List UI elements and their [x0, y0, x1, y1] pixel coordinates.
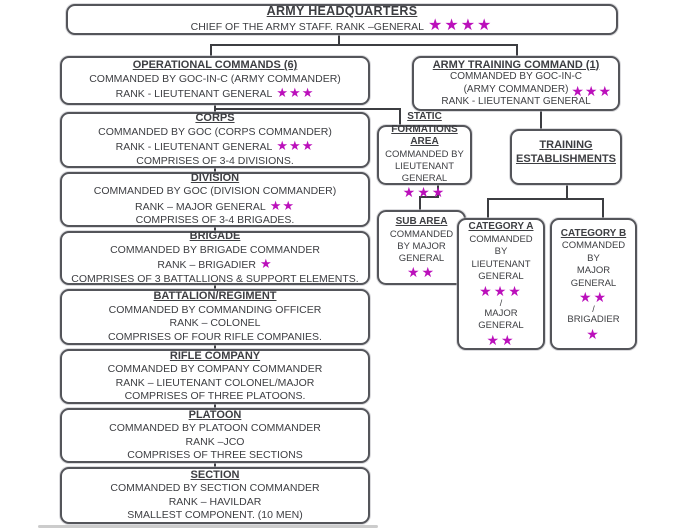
- box-title: ARMY TRAINING COMMAND (1): [432, 58, 600, 71]
- rank-stars: ★★★: [479, 282, 523, 299]
- corps-box: CORPS COMMANDED BY GOC (CORPS COMMANDER)…: [60, 112, 370, 168]
- connector-line: [214, 108, 401, 110]
- connector-line: [214, 345, 216, 350]
- connector-line: [487, 198, 489, 219]
- connector-line: [516, 44, 518, 56]
- box-title: CATEGORY B: [560, 227, 627, 239]
- connector-line: [437, 185, 439, 198]
- category-b-box: CATEGORY B COMMANDED BY MAJOR GENERAL ★★…: [550, 218, 637, 350]
- rank-line: RANK - LIEUTENANT GENERAL★★★: [115, 85, 315, 101]
- training-establishments-box: TRAINING ESTABLISHMENTS: [510, 129, 622, 185]
- connector-line: [210, 44, 212, 56]
- army-headquarters-box: ARMY HEADQUARTERS CHIEF OF THE ARMY STAF…: [66, 4, 618, 35]
- box-title: SUB AREA: [395, 216, 448, 228]
- box-title: CATEGORY A: [468, 221, 534, 233]
- box-title: PLATOON: [188, 408, 242, 421]
- rank-stars: ★★★★: [428, 16, 494, 34]
- connector-line: [419, 196, 439, 198]
- rank-line: RANK - LIEUTENANT GENERAL★★★: [115, 138, 315, 153]
- connector-line: [566, 185, 568, 200]
- section-box: SECTION COMMANDED BY SECTION COMMANDER R…: [60, 467, 370, 524]
- rank-stars: ★★★: [276, 85, 315, 101]
- rank-stars: ★: [259, 256, 273, 271]
- connector-line: [338, 34, 340, 45]
- platoon-box: PLATOON COMMANDED BY PLATOON COMMANDER R…: [60, 408, 370, 463]
- rank-line: CHIEF OF THE ARMY STAFF. RANK –GENERAL★★…: [190, 16, 494, 34]
- operational-commands-box: OPERATIONAL COMMANDS (6) COMMANDED BY GO…: [60, 56, 370, 105]
- rank-stars: ★★★: [571, 83, 612, 99]
- box-title: SECTION: [190, 468, 240, 481]
- rank-stars: ★★: [406, 263, 437, 280]
- connector-line: [540, 110, 542, 129]
- box-title: RIFLE COMPANY: [169, 349, 261, 362]
- connector-line: [214, 285, 216, 290]
- box-title: TRAINING ESTABLISHMENTS: [515, 139, 617, 165]
- division-box: DIVISION COMMANDED BY GOC (DIVISION COMM…: [60, 172, 370, 227]
- battalion-regiment-box: BATTALION/REGIMENT COMMANDED BY COMMANDI…: [60, 289, 370, 345]
- connector-line: [419, 196, 421, 211]
- army-training-command-box: ARMY TRAINING COMMAND (1) COMMANDED BY G…: [412, 56, 620, 111]
- connector-line: [214, 168, 216, 173]
- box-title: OPERATIONAL COMMANDS (6): [132, 59, 298, 72]
- connector-line: [214, 463, 216, 468]
- rank-stars: ★: [586, 325, 601, 342]
- box-title: ARMY HEADQUARTERS: [266, 4, 418, 18]
- category-a-box: CATEGORY A COMMANDED BY LIEUTENANT GENER…: [457, 218, 545, 350]
- box-title: STATIC FORMATIONS AREA: [391, 111, 458, 148]
- connector-line: [210, 44, 518, 46]
- connector-line: [487, 198, 604, 200]
- rank-line: RANK – BRIGADIER★: [157, 256, 273, 271]
- box-title: BATTALION/REGIMENT: [153, 290, 277, 302]
- rank-stars: ★★: [578, 289, 609, 305]
- sub-area-box: SUB AREA COMMANDED BY MAJOR GENERAL ★★: [377, 210, 466, 285]
- connector-line: [602, 198, 604, 219]
- connector-line: [214, 404, 216, 409]
- box-title: CORPS: [195, 112, 235, 124]
- connector-line: [399, 108, 401, 126]
- rank-stars: ★★★: [276, 138, 315, 153]
- connector-line: [214, 227, 216, 232]
- static-formations-area-box: STATIC FORMATIONS AREA COMMANDED BY LIEU…: [377, 111, 472, 199]
- box-title: BRIGADE: [189, 230, 241, 242]
- brigade-box: BRIGADE COMMANDED BY BRIGADE COMMANDER R…: [60, 230, 370, 285]
- rifle-company-box: RIFLE COMPANY COMMANDED BY COMPANY COMMA…: [60, 349, 370, 404]
- rank-stars: ★★★: [402, 183, 447, 200]
- rank-stars: ★★: [486, 331, 516, 348]
- rank-stars: ★★: [269, 197, 295, 213]
- box-title: DIVISION: [190, 171, 240, 184]
- photo-edge-artifact: [38, 525, 378, 528]
- rank-line: RANK – MAJOR GENERAL★★: [134, 197, 295, 213]
